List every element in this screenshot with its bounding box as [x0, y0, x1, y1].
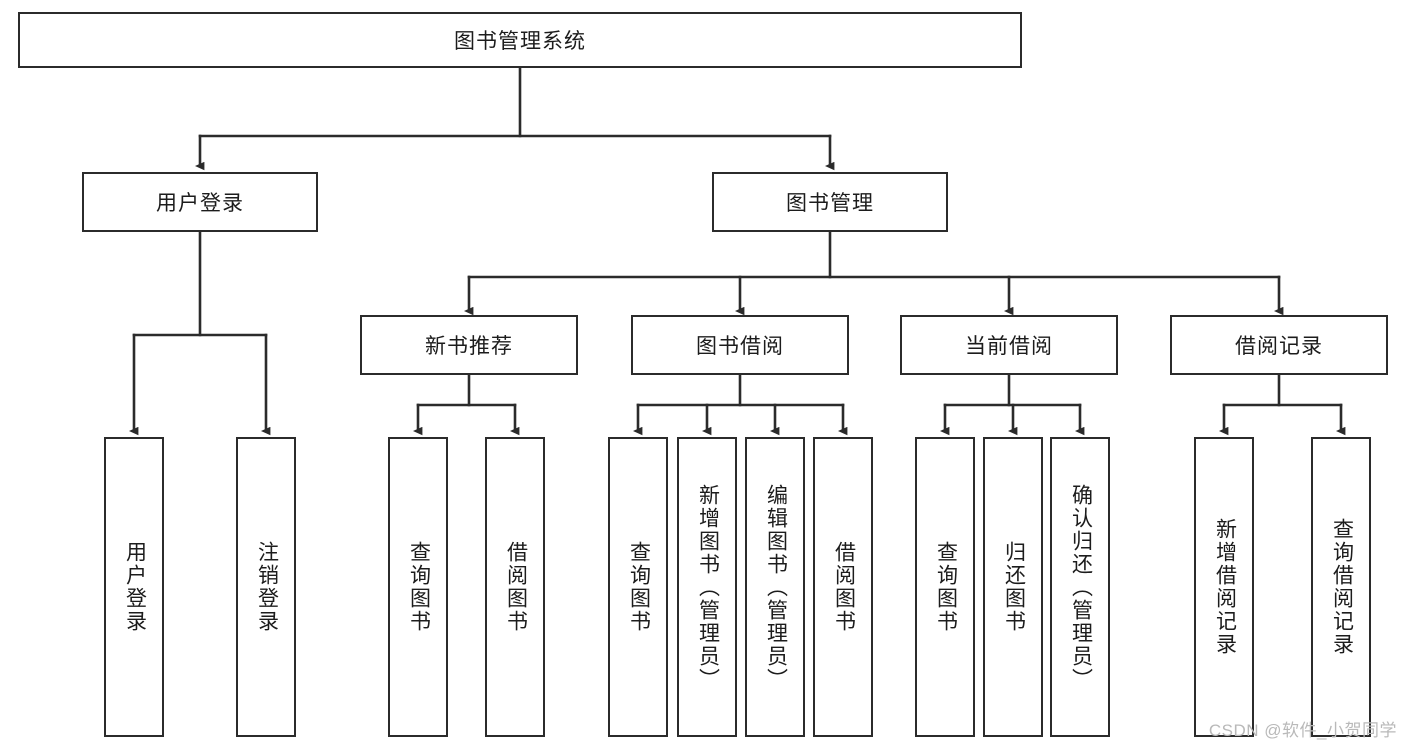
watermark-text: CSDN @软件_小贺同学	[1208, 721, 1397, 740]
node-current-borrow[interactable]: 当前借阅	[900, 315, 1118, 375]
node-book-borrow[interactable]: 图书借阅	[631, 315, 849, 375]
node-label: 图书借阅	[696, 335, 784, 358]
node-label: 用户登录	[123, 541, 147, 633]
node-borrow-record[interactable]: 借阅记录	[1170, 315, 1388, 375]
leaf-current-confirm-return-admin[interactable]: 确认归还（管理员）	[1050, 437, 1110, 737]
node-user-login[interactable]: 用户登录	[82, 172, 318, 232]
node-new-book-recommend[interactable]: 新书推荐	[360, 315, 578, 375]
leaf-record-query-record[interactable]: 查询借阅记录	[1311, 437, 1371, 737]
leaf-current-query-book[interactable]: 查询图书	[915, 437, 975, 737]
node-label: 查询图书	[934, 541, 958, 633]
leaf-user-login-login[interactable]: 用户登录	[104, 437, 164, 737]
leaf-recommend-borrow-book[interactable]: 借阅图书	[485, 437, 545, 737]
node-label: 借阅图书	[504, 541, 528, 633]
node-label: 图书管理系统	[454, 30, 586, 53]
leaf-borrow-add-book-admin[interactable]: 新增图书（管理员）	[677, 437, 737, 737]
leaf-borrow-borrow-book[interactable]: 借阅图书	[813, 437, 873, 737]
node-label: 确认归还（管理员）	[1069, 483, 1093, 691]
node-label: 注销登录	[255, 541, 279, 633]
node-label: 图书管理	[786, 192, 874, 215]
node-label: 当前借阅	[965, 335, 1053, 358]
node-label: 借阅图书	[832, 541, 856, 633]
node-label: 新书推荐	[425, 335, 513, 358]
node-label: 查询图书	[407, 541, 431, 633]
leaf-record-add-record[interactable]: 新增借阅记录	[1194, 437, 1254, 737]
leaf-recommend-query-book[interactable]: 查询图书	[388, 437, 448, 737]
leaf-borrow-edit-book-admin[interactable]: 编辑图书（管理员）	[745, 437, 805, 737]
node-root-book-management-system[interactable]: 图书管理系统	[18, 12, 1022, 68]
node-label: 编辑图书（管理员）	[764, 483, 788, 691]
node-label: 查询图书	[627, 541, 651, 633]
node-label: 用户登录	[156, 192, 244, 215]
node-label: 新增借阅记录	[1213, 518, 1237, 656]
leaf-borrow-query-book[interactable]: 查询图书	[608, 437, 668, 737]
node-book-management[interactable]: 图书管理	[712, 172, 948, 232]
leaf-current-return-book[interactable]: 归还图书	[983, 437, 1043, 737]
node-label: 查询借阅记录	[1330, 518, 1354, 656]
leaf-user-login-logout[interactable]: 注销登录	[236, 437, 296, 737]
node-label: 借阅记录	[1235, 335, 1323, 358]
node-label: 归还图书	[1002, 541, 1026, 633]
node-label: 新增图书（管理员）	[696, 483, 720, 691]
